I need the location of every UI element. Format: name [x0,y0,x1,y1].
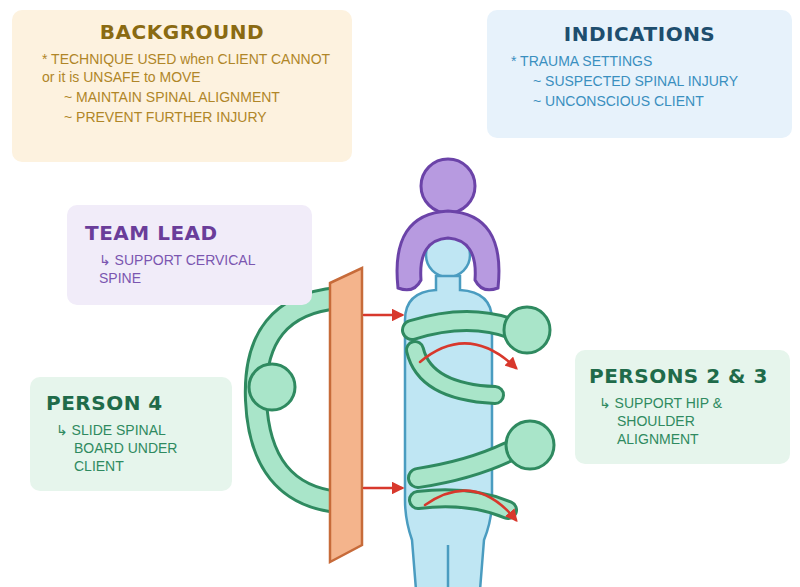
shoulder-arm-fill [412,321,515,330]
box-body-text: ~ MAINTAIN SPINAL ALIGNMENT [28,88,336,106]
box-body-text: ↳ SLIDE SPINAL BOARD UNDER CLIENT [46,421,216,475]
box-body-text: * TECHNIQUE USED when CLIENT CANNOT or i… [28,50,336,86]
spinal-board [330,268,362,562]
box-body-text: ~ SUSPECTED SPINAL INJURY [503,72,776,90]
box-body-text: ↳ SUPPORT HIP & SHOULDER ALIGNMENT [589,394,776,448]
team-lead-arms [397,211,499,290]
box-heading: PERSONS 2 & 3 [589,364,776,388]
person-4-box: PERSON 4 ↳ SLIDE SPINAL BOARD UNDER CLIEN… [30,377,232,491]
hip-arm-fill [418,452,508,478]
box-body-text: ↳ SUPPORT CERVICAL SPINE [85,251,294,287]
team-lead-hands [397,159,499,290]
box-heading: TEAM LEAD [85,221,294,245]
background-box: BACKGROUND * TECHNIQUE USED when CLIENT C… [12,10,352,162]
indications-box: INDICATIONS * TRAUMA SETTINGS ~ SUSPECTED … [487,10,792,138]
team-lead-box: TEAM LEAD ↳ SUPPORT CERVICAL SPINE [67,205,312,305]
box-body-text: ~ UNCONSCIOUS CLIENT [503,92,776,110]
box-body-text: ~ PREVENT FURTHER INJURY [28,108,336,126]
roll-arrow [425,491,516,520]
roll-arrow [420,343,516,368]
persons-2-3-box: PERSONS 2 & 3 ↳ SUPPORT HIP & SHOULDER AL… [575,350,790,464]
person-3-head [506,421,554,469]
box-heading: BACKGROUND [28,20,336,44]
person-2-head [504,307,550,353]
motion-arrows [364,315,516,520]
team-lead-head [421,159,475,213]
person-4-figure [249,298,338,502]
client-legs [447,545,450,587]
person-4-head [249,364,295,410]
shoulder-arm [412,321,515,330]
hip-arm [418,452,508,478]
box-heading: INDICATIONS [503,22,776,46]
box-body-text: * TRAUMA SETTINGS [503,52,776,70]
box-heading: PERSON 4 [46,391,216,415]
push-arrow [364,487,402,490]
persons-2-3-figure [412,307,554,510]
push-arrow [364,314,402,317]
